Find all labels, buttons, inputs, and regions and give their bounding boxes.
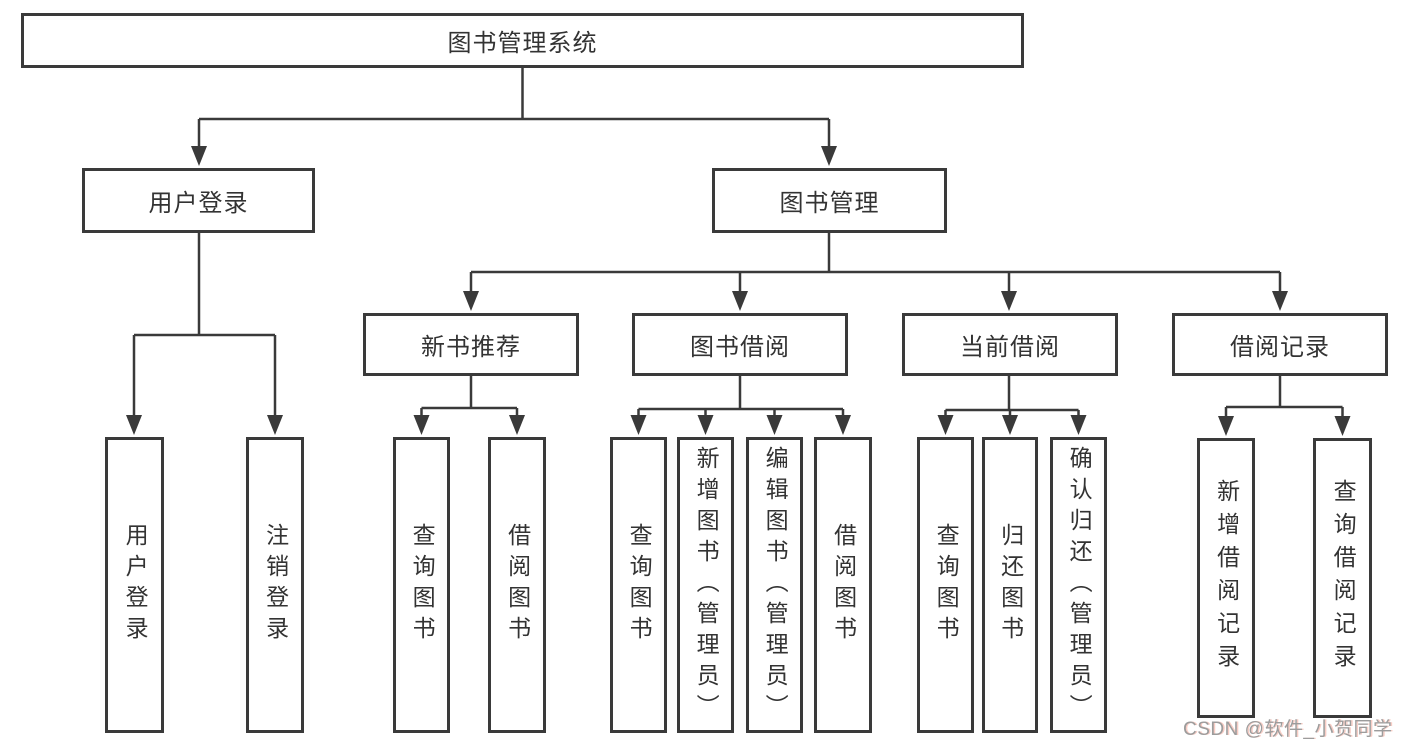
leaf-edit-book-admin-label: 编辑图书（管理员） [762,445,789,725]
leaf-query-books-borrow-label: 查询图书 [626,523,653,647]
edge-book-borrow-children [630,376,851,435]
node-book-management-label: 图书管理 [779,190,880,217]
leaf-return-books-label: 归还图书 [997,523,1024,647]
leaf-borrow-books-recommend-label: 借阅图书 [504,523,531,647]
leaf-query-books-recommend-label: 查询图书 [409,523,436,647]
leaf-logout: 注销登录 [246,437,304,733]
leaf-user-login-label: 用户登录 [122,523,149,647]
node-new-book-recommendation: 新书推荐 [363,313,579,376]
node-book-management: 图书管理 [712,168,947,233]
node-borrowing-records-label: 借阅记录 [1230,334,1330,361]
leaf-query-borrow-record-label: 查询借阅记录 [1330,479,1357,677]
leaf-edit-book-admin: 编辑图书（管理员） [746,437,803,733]
leaf-add-book-admin: 新增图书（管理员） [677,437,734,733]
leaf-add-borrow-record-label: 新增借阅记录 [1213,479,1240,677]
leaf-borrow-books-recommend: 借阅图书 [488,437,546,733]
leaf-confirm-return-admin: 确认归还（管理员） [1050,437,1107,733]
node-user-login: 用户登录 [82,168,315,233]
leaf-query-borrow-record: 查询借阅记录 [1313,438,1372,718]
node-book-borrowing: 图书借阅 [632,313,848,376]
edge-book-management-children [463,233,1288,311]
leaf-return-books: 归还图书 [982,437,1038,733]
edge-borrow-records-children [1218,376,1351,436]
leaf-confirm-return-admin-label: 确认归还（管理员） [1066,445,1093,725]
leaf-borrow-books: 借阅图书 [814,437,872,733]
node-borrowing-records: 借阅记录 [1172,313,1388,376]
node-book-borrowing-label: 图书借阅 [690,334,790,361]
node-user-login-label: 用户登录 [148,190,249,217]
leaf-query-books-recommend: 查询图书 [393,437,450,733]
node-current-borrowing: 当前借阅 [902,313,1118,376]
edge-new-book-children [413,376,525,435]
leaf-query-books-current-label: 查询图书 [933,523,960,647]
edge-current-borrow-children [937,376,1087,435]
node-library-system: 图书管理系统 [21,13,1024,68]
edge-root-to-level2 [191,68,837,166]
node-new-book-recommendation-label: 新书推荐 [421,334,521,361]
watermark: CSDN @软件_小贺同学 [1183,719,1393,740]
leaf-logout-label: 注销登录 [262,523,289,647]
leaf-borrow-books-label: 借阅图书 [830,523,857,647]
node-library-system-label: 图书管理系统 [447,30,598,57]
node-current-borrowing-label: 当前借阅 [960,334,1060,361]
leaf-query-books-borrow: 查询图书 [610,437,667,733]
leaf-add-book-admin-label: 新增图书（管理员） [693,445,720,725]
leaf-user-login: 用户登录 [105,437,164,733]
leaf-add-borrow-record: 新增借阅记录 [1197,438,1255,718]
edge-user-login-children [126,233,283,435]
leaf-query-books-current: 查询图书 [917,437,974,733]
